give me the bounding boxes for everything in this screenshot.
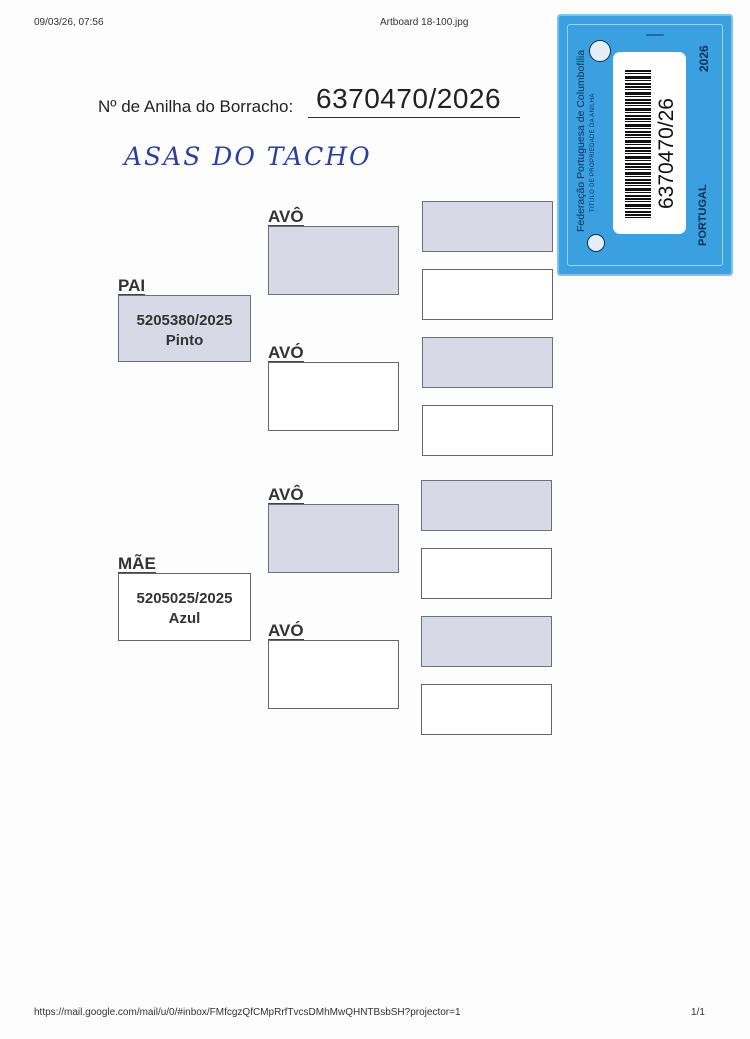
handwritten-pigeon-name: ASAS DO TACHO	[124, 142, 372, 171]
card-ring-panel: 6370470/26	[613, 52, 686, 234]
great-grandparent-box-2	[422, 269, 553, 320]
barcode	[625, 70, 651, 218]
print-url: https://mail.google.com/mail/u/0/#inbox/…	[34, 1007, 461, 1018]
card-slot	[646, 34, 664, 36]
ring-label: Nº de Anilha do Borracho:	[98, 97, 294, 116]
great-grandparent-box-7	[421, 616, 552, 667]
mother-color: Azul	[168, 610, 201, 627]
great-grandparent-box-1	[422, 201, 553, 252]
card-subtitle: TITULO DE PROPRIEDADE DA ANILHA	[590, 93, 596, 212]
maternal-grandmother-box	[268, 640, 399, 709]
print-title: Artboard 18-100.jpg	[380, 17, 469, 28]
great-grandparent-box-5	[421, 480, 552, 531]
card-year: 2026	[697, 45, 711, 72]
maternal-grandfather-box	[268, 504, 399, 573]
great-grandparent-box-4	[422, 405, 553, 456]
card-country: PORTUGAL	[697, 184, 709, 246]
great-grandparent-box-6	[421, 548, 552, 599]
card-border	[567, 24, 723, 266]
print-page-number: 1/1	[691, 1007, 705, 1018]
mother-label: MÃE	[118, 554, 156, 573]
father-color: Pinto	[165, 332, 204, 349]
paternal-grandfather-box	[268, 226, 399, 295]
ring-ownership-card: Federação Portuguesa de Columbofilia TIT…	[557, 14, 733, 276]
card-ring-number: 6370470/26	[655, 98, 678, 209]
federation-logo-icon	[589, 40, 611, 62]
federation-seal-icon	[587, 234, 605, 252]
card-federation: Federação Portuguesa de Columbofilia	[575, 49, 587, 232]
print-datetime: 09/03/26, 07:56	[34, 17, 104, 28]
great-grandparent-box-8	[421, 684, 552, 735]
mother-box: 5205025/2025 Azul	[118, 573, 251, 641]
paternal-grandmother-box	[268, 362, 399, 431]
father-box: 5205380/2025 Pinto	[118, 295, 251, 362]
paternal-grandfather-label: AVÔ	[268, 207, 304, 226]
paternal-grandmother-label: AVÓ	[268, 343, 304, 362]
ring-underline	[308, 117, 520, 118]
father-label: PAI	[118, 276, 146, 295]
maternal-grandfather-label: AVÔ	[268, 485, 304, 504]
maternal-grandmother-label: AVÓ	[268, 621, 304, 640]
mother-ring: 5205025/2025	[136, 590, 233, 607]
great-grandparent-box-3	[422, 337, 553, 388]
father-ring: 5205380/2025	[136, 312, 233, 329]
ring-number: 6370470/2026	[316, 83, 502, 114]
